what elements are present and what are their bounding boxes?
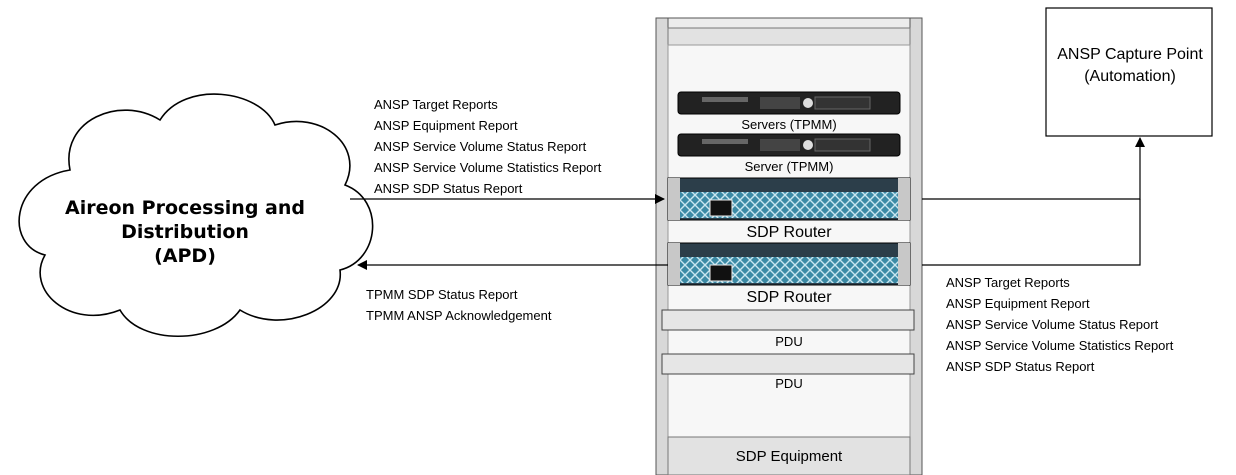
capture-point-label: ANSP Capture Point (Automation) — [1050, 44, 1210, 88]
router-1-label: SDP Router — [746, 224, 832, 241]
capture-report-item: ANSP Service Volume Statistics Report — [946, 338, 1174, 353]
router-unit-1 — [667, 177, 911, 221]
router-to-capture-line — [922, 137, 1145, 200]
capture-point-line-1: ANSP Capture Point — [1057, 46, 1203, 63]
pdu-1-label: PDU — [775, 334, 803, 349]
router-2-label: SDP Router — [746, 289, 832, 306]
outbound-report-list: TPMM SDP Status Report TPMM ANSP Acknowl… — [366, 284, 551, 326]
apd-cloud-shape — [18, 93, 374, 337]
pdu-unit-1 — [661, 309, 915, 331]
router-unit-2 — [667, 242, 911, 286]
apd-line-3: (APD) — [154, 245, 216, 267]
server-2-label: Server (TPMM) — [744, 159, 834, 174]
capture-report-item: ANSP Equipment Report — [946, 296, 1090, 311]
server-1-label: Servers (TPMM) — [741, 117, 837, 132]
capture-report-item: ANSP SDP Status Report — [946, 359, 1095, 374]
sdp-equipment-label: SDP Equipment — [735, 448, 843, 465]
capture-report-item: ANSP Service Volume Status Report — [946, 317, 1159, 332]
outbound-report-item: TPMM SDP Status Report — [366, 287, 518, 302]
inbound-report-item: ANSP Equipment Report — [374, 118, 518, 133]
capture-point-line-2: (Automation) — [1084, 68, 1176, 85]
inbound-report-item: ANSP Target Reports — [374, 97, 498, 112]
apd-label: Aireon Processing and Distribution (APD) — [40, 196, 330, 268]
server-unit-2 — [677, 133, 901, 157]
apd-line-2: Distribution — [121, 221, 249, 243]
capture-report-item: ANSP Target Reports — [946, 275, 1070, 290]
apd-line-1: Aireon Processing and — [65, 197, 305, 219]
router2-to-capture-line — [922, 199, 1141, 266]
capture-report-list: ANSP Target Reports ANSP Equipment Repor… — [946, 272, 1173, 377]
capture-point-box — [1045, 7, 1213, 137]
inbound-report-item: ANSP Service Volume Statistics Report — [374, 160, 602, 175]
inbound-report-item: ANSP SDP Status Report — [374, 181, 523, 196]
pdu-unit-2 — [661, 353, 915, 375]
inbound-report-list: ANSP Target Reports ANSP Equipment Repor… — [374, 94, 601, 199]
outbound-report-item: TPMM ANSP Acknowledgement — [366, 308, 552, 323]
inbound-report-item: ANSP Service Volume Status Report — [374, 139, 587, 154]
pdu-2-label: PDU — [775, 376, 803, 391]
server-unit-1 — [677, 91, 901, 115]
